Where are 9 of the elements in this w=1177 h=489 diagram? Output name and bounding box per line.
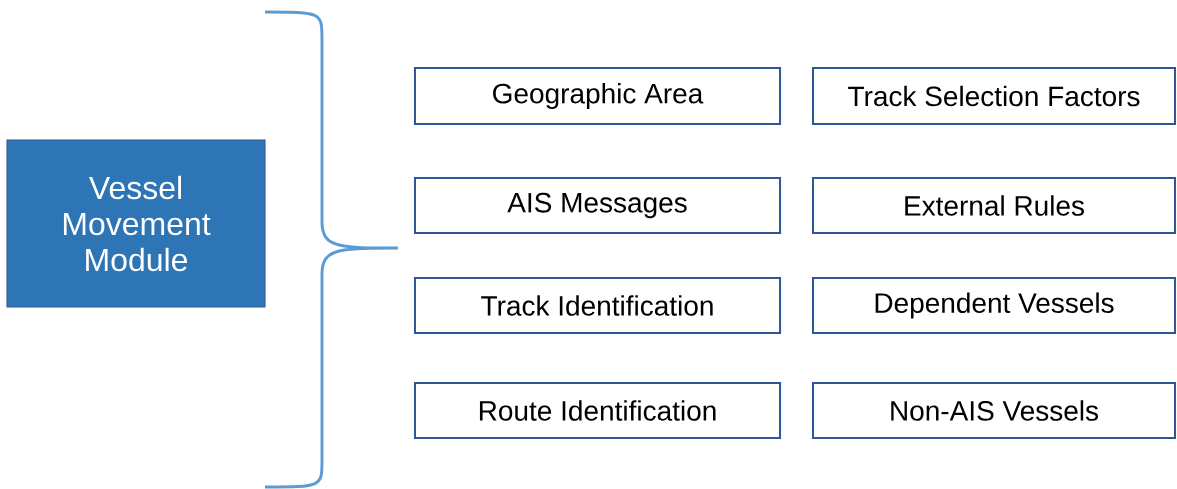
component-box: External Rules xyxy=(812,177,1176,234)
component-box: Track Identification xyxy=(413,277,782,334)
component-box: Non-AIS Vessels xyxy=(812,382,1176,439)
component-box: Track Selection Factors xyxy=(812,67,1176,125)
component-box: AIS Messages xyxy=(413,177,782,234)
module-box: Vessel Movement Module xyxy=(6,139,266,308)
component-box: Geographic Area xyxy=(413,67,782,125)
component-box: Route Identification xyxy=(413,382,782,439)
component-box: Dependent Vessels xyxy=(812,277,1176,334)
